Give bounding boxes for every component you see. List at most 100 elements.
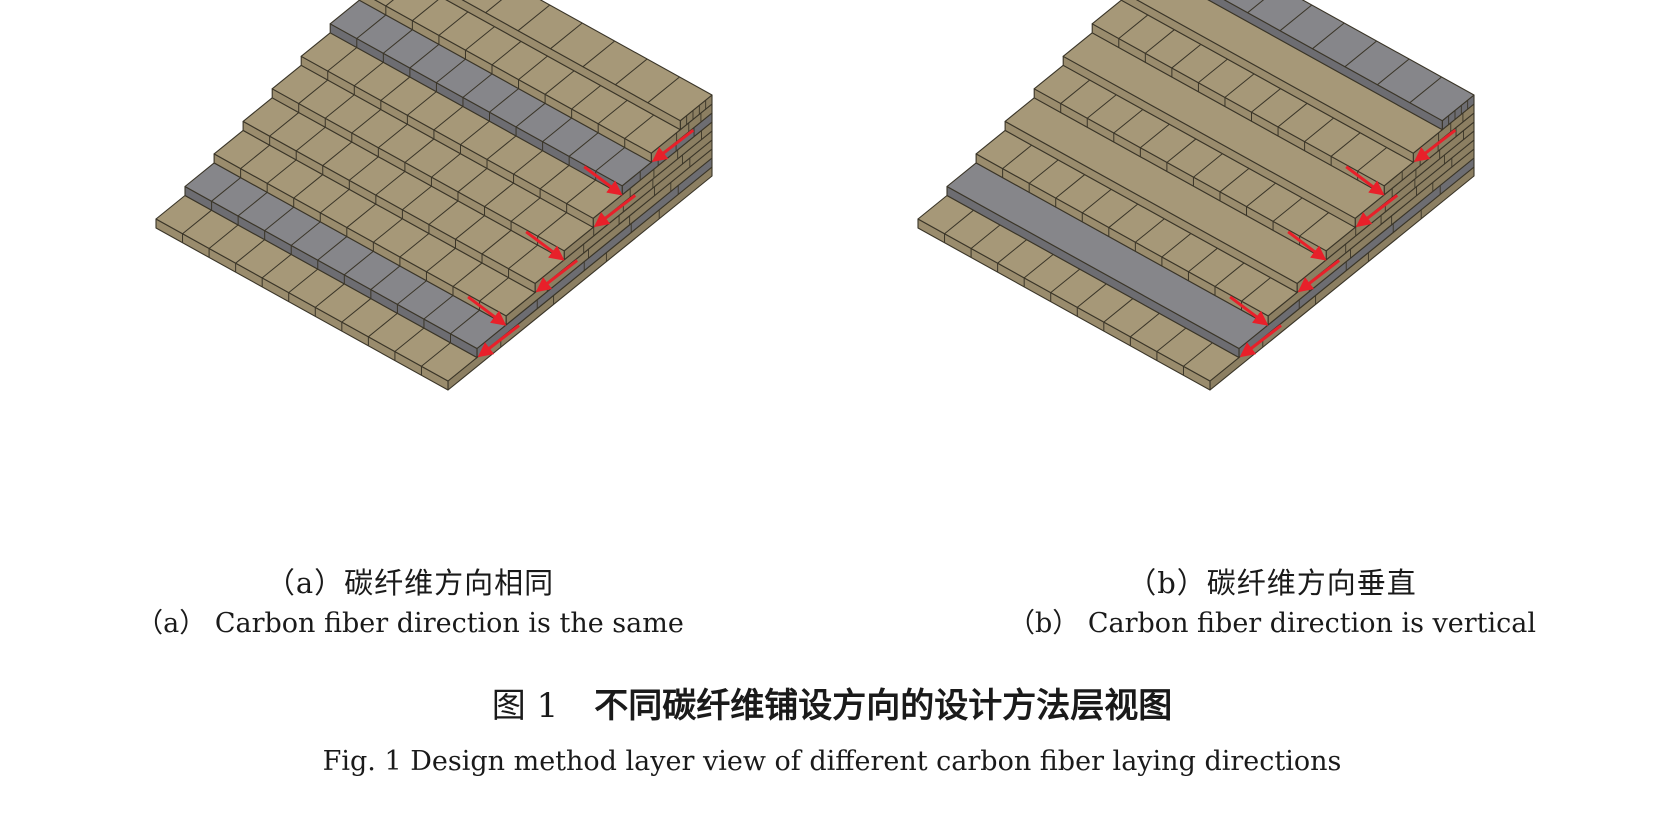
block-divider [1246,182,1276,208]
direction-arrow [1413,129,1457,163]
direction-arrow [467,295,507,326]
block-divider [1357,147,1388,172]
block-divider [1277,102,1308,128]
block-divider [370,265,401,290]
block-divider [351,109,382,134]
block-divider [537,212,567,237]
block-divider [380,76,411,101]
direction-arrow [583,165,623,196]
block-divider [1002,144,1032,170]
block-divider [568,132,599,157]
block-divider [421,342,451,367]
block-divider [1023,253,1054,279]
block-divider [515,102,546,128]
direction-arrow [1229,295,1269,326]
block-divider [997,239,1027,264]
block-divider [353,61,384,87]
block-divider [428,200,459,225]
layered-stack-diagram-a [155,0,713,391]
direction-arrow [1297,259,1341,293]
block-divider [481,229,512,255]
block-divider [319,188,350,214]
block-divider [1076,283,1107,308]
block-divider [595,147,626,172]
direction-arrow [1287,230,1327,261]
block-divider [1224,73,1255,98]
block-divider [1050,268,1081,294]
block-divider [317,236,348,261]
block-divider [1188,247,1218,273]
block-divider [1060,79,1091,104]
block-divider [261,253,292,279]
block-divider [182,209,212,235]
block-divider [1330,132,1361,157]
block-divider [486,135,517,160]
diagram-panel-a [150,0,790,500]
block-divider [624,114,655,139]
block-divider [1183,342,1213,367]
block-divider [431,153,461,178]
block-divider [322,141,353,166]
block-divider [542,117,572,142]
plank-divider [517,4,551,32]
block-divider [378,123,408,149]
block-divider [327,47,358,72]
block-divider [290,221,321,246]
block-divider [1140,123,1170,149]
caption-a-chinese: （a）碳纤维方向相同 [265,566,555,600]
block-divider [518,55,548,80]
block-divider [240,144,270,170]
block-divider [970,224,1001,249]
block-divider [1166,138,1197,163]
direction-arrow [1239,324,1282,358]
block-divider [1272,197,1303,222]
block-divider [412,0,439,22]
block-divider [450,309,480,335]
direction-arrow [535,259,579,293]
block-divider [566,179,597,204]
direction-arrow [1355,194,1399,228]
block-divider [211,177,241,202]
block-divider [385,0,394,7]
block-divider [1198,58,1228,84]
layered-stack-diagram-b [917,0,1475,391]
caption-b-english: （b） Carbon fiber direction is vertical [1008,608,1536,639]
figure-subtitle: Fig. 1 Design method layer view of diffe… [322,746,1342,777]
block-divider [402,185,432,211]
block-divider [423,295,454,320]
block-divider [1130,312,1160,338]
block-divider [513,150,543,175]
block-divider [348,156,379,181]
block-divider [269,112,300,137]
laminate-stack-a [155,0,713,391]
block-divider [324,94,355,119]
direction-arrow [1345,165,1385,196]
block-divider [394,327,425,352]
block-divider [399,233,430,258]
block-divider [266,159,297,184]
figure-label: 图 1 [491,686,559,726]
plank-divider [1279,4,1313,32]
block-divider [409,44,440,69]
block-divider [1241,277,1271,302]
block-divider [264,206,295,232]
block-divider [462,73,493,98]
block-divider [438,11,469,36]
block-divider [1135,218,1165,243]
block-divider [544,70,575,95]
block-divider [1171,44,1202,69]
block-divider [484,182,514,208]
block-divider [1193,153,1223,178]
block-divider [293,174,324,199]
block-divider [597,99,628,125]
plank-divider [485,0,503,14]
block-divider [237,191,268,217]
block-divider [375,171,406,196]
plank-divider [582,40,615,68]
block-divider [383,29,413,54]
layer-top-tread [1223,0,1475,122]
block-divider [508,244,538,270]
block-divider [1086,94,1117,119]
block-divider [208,224,239,249]
